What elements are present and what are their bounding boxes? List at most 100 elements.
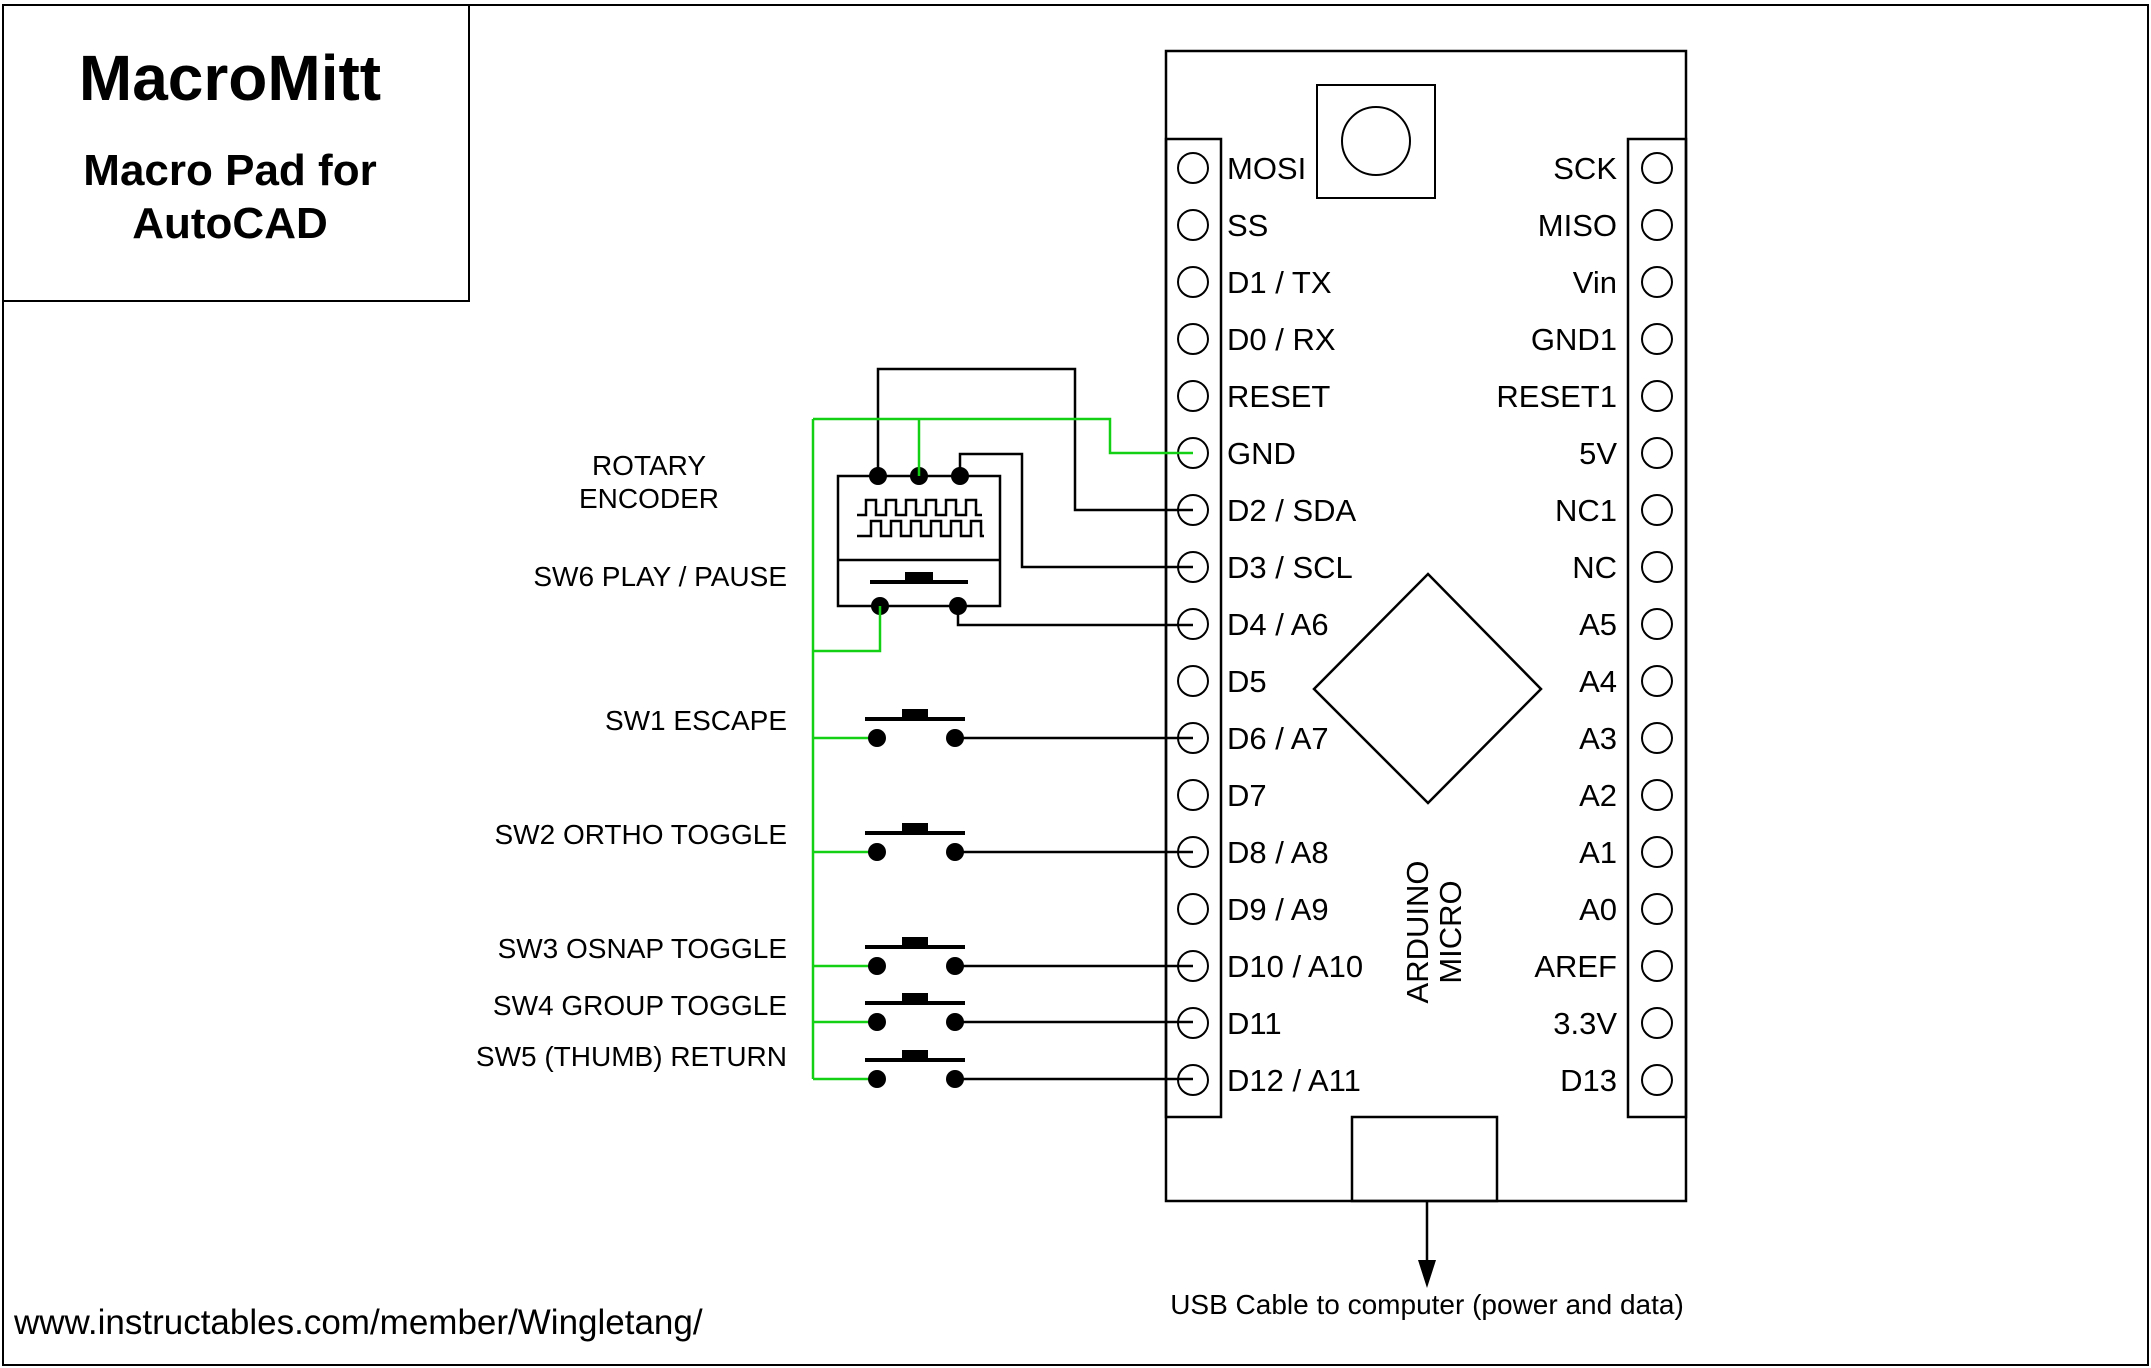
sw3-label: SW3 OSNAP TOGGLE <box>498 933 787 964</box>
left-pin-column: MOSI SS D1 / TX D0 / RX RESET GND D2 / SDA D3 /… <box>1177 151 1363 1098</box>
encoder-body <box>836 474 1002 608</box>
right-pin-label-a1: A1 <box>1579 835 1617 870</box>
switch-sw1 <box>865 709 1193 747</box>
sw4-plunger <box>902 993 928 1003</box>
left-pin-label-d7: D7 <box>1227 778 1267 813</box>
website-link[interactable]: www.instructables.com/member/Wingletang/ <box>13 1303 703 1342</box>
right-header <box>1626 137 1688 1119</box>
left-pin-label-gnd: GND <box>1227 436 1296 471</box>
usb-cable-label: USB Cable to computer (power and data) <box>1170 1289 1684 1320</box>
sw5-label: SW5 (THUMB) RETURN <box>476 1041 787 1072</box>
left-pin-hole-d5 <box>1177 665 1209 697</box>
right-pin-label-3-3v: 3.3V <box>1553 1006 1617 1041</box>
board-label-line1: ARDUINO <box>1400 861 1435 1004</box>
right-pin-column: SCKMISOVinGND1RESET15VNC1NCA5A4A3A2A1A0A… <box>1496 151 1673 1098</box>
right-pin-label-d13: D13 <box>1560 1063 1617 1098</box>
right-pin-hole-nc1 <box>1641 494 1673 526</box>
sw2-label: SW2 ORTHO TOGGLE <box>494 819 787 850</box>
right-pin-label-reset1: RESET1 <box>1496 379 1617 414</box>
switch-sw4 <box>865 993 1193 1031</box>
right-pin-hole-d13 <box>1641 1064 1673 1096</box>
ground-bus <box>811 417 1193 1081</box>
usb-connector <box>1350 1115 1499 1203</box>
left-pin-label-d2-sda: D2 / SDA <box>1227 493 1357 528</box>
right-pin-hole-miso <box>1641 209 1673 241</box>
encoder-waveform-b <box>857 519 984 538</box>
left-pin-label-d10-a10: D10 / A10 <box>1227 949 1363 984</box>
left-pin-label-reset: RESET <box>1227 379 1330 414</box>
right-pin-label-aref: AREF <box>1534 949 1617 984</box>
left-pin-label-mosi: MOSI <box>1227 151 1306 186</box>
right-pin-label-miso: MISO <box>1538 208 1617 243</box>
left-pin-hole-mosi <box>1177 152 1209 184</box>
switch-sw3 <box>865 937 1193 975</box>
right-pin-hole-aref <box>1641 950 1673 982</box>
right-pin-hole-a2 <box>1641 779 1673 811</box>
title-block: MacroMitt Macro Pad for AutoCAD <box>2 4 470 302</box>
usb-arrowhead <box>1418 1260 1436 1288</box>
right-pin-hole-sck <box>1641 152 1673 184</box>
left-pin-hole-d0-rx <box>1177 323 1209 355</box>
sw4-label: SW4 GROUP TOGGLE <box>493 990 787 1021</box>
encoder-waveform-a <box>857 498 982 517</box>
switch-sw5 <box>865 1050 1193 1088</box>
left-pin-label-d1-tx: D1 / TX <box>1227 265 1332 300</box>
right-pin-hole-gnd1 <box>1641 323 1673 355</box>
sw3-plunger <box>902 937 928 947</box>
sw5-pin-left <box>868 1070 886 1088</box>
left-pin-label-d8-a8: D8 / A8 <box>1227 835 1329 870</box>
left-pin-label-d11: D11 <box>1227 1006 1282 1041</box>
right-pin-label-a5: A5 <box>1579 607 1617 642</box>
left-pin-label-d6-a7: D6 / A7 <box>1227 721 1329 756</box>
subtitle-line2: AutoCAD <box>132 199 328 248</box>
encoder-label-line2: ENCODER <box>579 483 719 514</box>
subtitle-line1: Macro Pad for <box>83 146 376 195</box>
sw6-label: SW6 PLAY / PAUSE <box>533 561 787 592</box>
sw1-label: SW1 ESCAPE <box>605 705 787 736</box>
encoder-label-line1: ROTARY <box>592 450 706 481</box>
board-label-line2: MICRO <box>1433 880 1468 983</box>
mcu-chip <box>1312 572 1543 805</box>
wire-sw6-to-d4 <box>956 606 1193 627</box>
right-pin-label-nc1: NC1 <box>1555 493 1617 528</box>
title: MacroMitt <box>79 42 381 114</box>
reset-button-frame <box>1316 84 1436 199</box>
right-pin-hole-a5 <box>1641 608 1673 640</box>
sw1-plunger <box>902 709 928 719</box>
right-pin-label-nc: NC <box>1572 550 1617 585</box>
title-box <box>2 4 470 302</box>
right-pin-hole-a0 <box>1641 893 1673 925</box>
right-pin-label-5v: 5V <box>1579 436 1617 471</box>
right-pin-label-sck: SCK <box>1553 151 1617 186</box>
sw5-plunger <box>902 1050 928 1060</box>
switch-sw2 <box>865 823 1193 861</box>
right-pin-hole-reset1 <box>1641 380 1673 412</box>
left-pin-label-ss: SS <box>1227 208 1268 243</box>
sw3-pin-left <box>868 957 886 975</box>
right-pin-hole-a4 <box>1641 665 1673 697</box>
sw2-pin-left <box>868 843 886 861</box>
sw4-pin-left <box>868 1013 886 1031</box>
arduino-board: ARDUINO MICRO MOSI SS D1 / TX D0 / RX RESET G… <box>1164 49 1688 1203</box>
right-pin-hole-a1 <box>1641 836 1673 868</box>
left-pin-hole-d9-a9 <box>1177 893 1209 925</box>
right-pin-label-gnd1: GND1 <box>1531 322 1617 357</box>
left-pin-hole-reset <box>1177 380 1209 412</box>
encoder-switch-plunger <box>905 572 933 582</box>
left-header <box>1164 137 1223 1119</box>
left-pin-label-d5: D5 <box>1227 664 1267 699</box>
left-pin-hole-d1-tx <box>1177 266 1209 298</box>
sw2-plunger <box>902 823 928 833</box>
right-pin-hole-3-3v <box>1641 1007 1673 1039</box>
right-pin-hole-5v <box>1641 437 1673 469</box>
left-pin-label-d3-scl: D3 / SCL <box>1227 550 1353 585</box>
left-pin-hole-ss <box>1177 209 1209 241</box>
right-pin-label-a2: A2 <box>1579 778 1617 813</box>
page-border <box>2 4 2149 1366</box>
wire-encoder-b-to-d3 <box>958 452 1193 569</box>
right-pin-label-vin: Vin <box>1573 265 1617 300</box>
wire-encoder-a-to-d2 <box>876 367 1193 512</box>
left-pin-label-d0-rx: D0 / RX <box>1227 322 1336 357</box>
reset-button <box>1341 106 1411 176</box>
sw1-pin-left <box>868 729 886 747</box>
